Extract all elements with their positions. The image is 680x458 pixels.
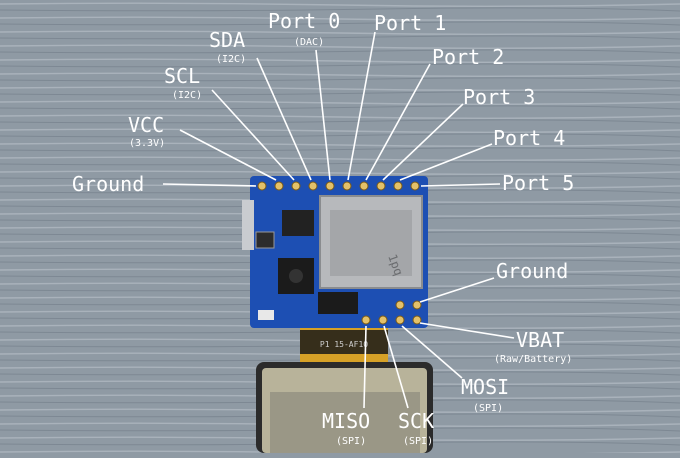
leader-port3 [382,103,464,181]
pin-hole [378,315,388,325]
label-sda-sub: (I2C) [216,54,246,65]
label-miso-sub: (SPI) [336,436,366,447]
leader-sck [383,325,409,409]
flex-cable-text: P1 15-AF10 [320,340,368,349]
label-port1: Port 1 [374,11,446,35]
label-mosi-sub: (SPI) [473,403,503,414]
leader-port5 [420,183,501,187]
battery-connector [318,292,358,314]
pin-hole [274,181,284,191]
pin-hole [325,181,335,191]
leader-port2 [365,63,431,181]
label-ground-bottom: Ground [496,259,568,283]
label-mosi: MOSI [461,375,509,399]
label-sda: SDA [209,28,245,52]
pin-hole [342,181,352,191]
leader-mosi [401,325,463,379]
label-port4: Port 4 [493,126,565,150]
leader-scl [211,89,295,181]
usb-connector [242,200,254,250]
leader-vcc [179,129,277,181]
leader-miso [363,325,367,409]
display-screen [270,392,420,453]
pin-hole [361,315,371,325]
pin-hole [412,300,422,310]
label-port0: Port 0 [268,9,340,33]
oled-display: P1 15-AF10 [256,325,433,453]
pin-hole [359,181,369,191]
leader-sda [256,57,312,181]
label-vcc: VCC [128,113,164,137]
leader-vbat [419,322,515,339]
label-port3: Port 3 [463,85,535,109]
label-sck: SCK [398,409,434,433]
pin-labels: Ground VCC (3.3V) SCL (I2C) SDA (I2C) Po… [72,9,574,447]
pin-hole [257,181,267,191]
label-scl: SCL [164,64,200,88]
card-slot-text: 1pq [385,252,406,277]
pin-hole [376,181,386,191]
leader-ground-bottom [419,277,495,303]
label-vbat-sub: (Raw/Battery) [494,354,572,365]
label-scl-sub: (I2C) [172,90,202,101]
ic-top [282,210,314,236]
leader-lines [162,31,515,409]
label-vbat: VBAT [516,328,564,352]
label-ground-top: Ground [72,172,144,196]
leader-ground-top [162,183,257,187]
pin-hole [410,181,420,191]
pin-hole [412,315,422,325]
label-port0-sub: (DAC) [294,37,324,48]
pin-hole [308,181,318,191]
reset-button [255,231,275,249]
label-miso: MISO [322,409,370,433]
leader-port1 [347,31,376,181]
label-vcc-sub: (3.3V) [129,138,165,149]
pin-hole [291,181,301,191]
leader-port4 [399,143,493,181]
label-port2: Port 2 [432,45,504,69]
pin-hole [395,315,405,325]
top-header-pins [257,181,420,191]
pin-hole [395,300,405,310]
label-port5: Port 5 [502,171,574,195]
bottom-header-pins [361,300,422,325]
pin-hole [393,181,403,191]
label-sck-sub: (SPI) [403,436,433,447]
pcb-board: 1pq [242,176,428,328]
leader-port0 [315,49,331,181]
